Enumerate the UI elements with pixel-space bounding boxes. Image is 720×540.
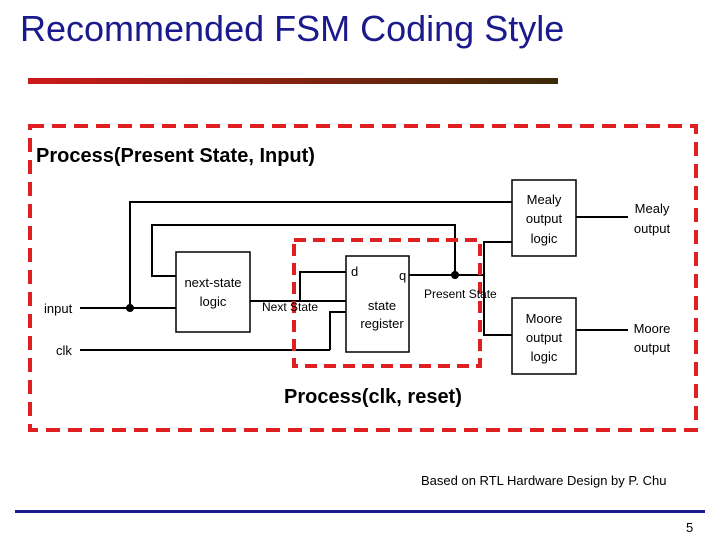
next-state-logic-line1: next-state xyxy=(184,275,241,290)
next-state-logic-block xyxy=(175,251,251,333)
next-state-label: Next State xyxy=(262,300,318,314)
d-label: d xyxy=(351,264,358,279)
wire-d xyxy=(299,271,346,301)
wire-clk-to-register xyxy=(329,311,346,350)
moore-logic-line1: Moore xyxy=(526,311,563,326)
mealy-output-line1: Mealy xyxy=(635,201,670,216)
q-label: q xyxy=(399,268,406,283)
clk-label: clk xyxy=(56,343,72,358)
junction-input xyxy=(126,304,134,312)
moore-logic-block xyxy=(511,297,577,375)
state-register-block xyxy=(345,255,410,353)
page-number: 5 xyxy=(686,520,694,535)
footer-rule xyxy=(15,510,705,513)
title-underline xyxy=(28,78,558,84)
fsm-block-diagram: Process(Present State, Input) Process(cl… xyxy=(28,124,698,432)
wires xyxy=(80,201,628,351)
junction-present-state xyxy=(451,271,459,279)
wire-to-mealy-logic xyxy=(483,241,512,275)
present-state-label: Present State xyxy=(424,287,497,301)
mealy-logic-line3: logic xyxy=(531,231,558,246)
moore-output-line1: Moore xyxy=(634,321,671,336)
outer-process-box xyxy=(28,124,698,432)
moore-logic-line2: output xyxy=(526,330,563,345)
mealy-logic-line2: output xyxy=(526,211,563,226)
moore-output-line2: output xyxy=(634,340,671,355)
slide-title: Recommended FSM Coding Style xyxy=(20,8,565,49)
mealy-logic-block xyxy=(511,179,577,257)
mealy-output-line2: output xyxy=(634,221,671,236)
inner-process-box xyxy=(292,238,482,368)
moore-logic-line3: logic xyxy=(531,349,558,364)
outer-process-label: Process(Present State, Input) xyxy=(36,145,315,167)
input-label: input xyxy=(44,301,73,316)
state-register-line2: register xyxy=(360,316,404,331)
inner-process-label: Process(clk, reset) xyxy=(284,386,462,408)
wire-to-moore-logic xyxy=(483,275,512,336)
wire-input-to-mealy xyxy=(129,201,512,308)
source-credit: Based on RTL Hardware Design by P. Chu xyxy=(421,473,667,488)
state-register-line1: state xyxy=(368,298,396,313)
mealy-logic-line1: Mealy xyxy=(527,192,562,207)
next-state-logic-line2: logic xyxy=(200,294,227,309)
